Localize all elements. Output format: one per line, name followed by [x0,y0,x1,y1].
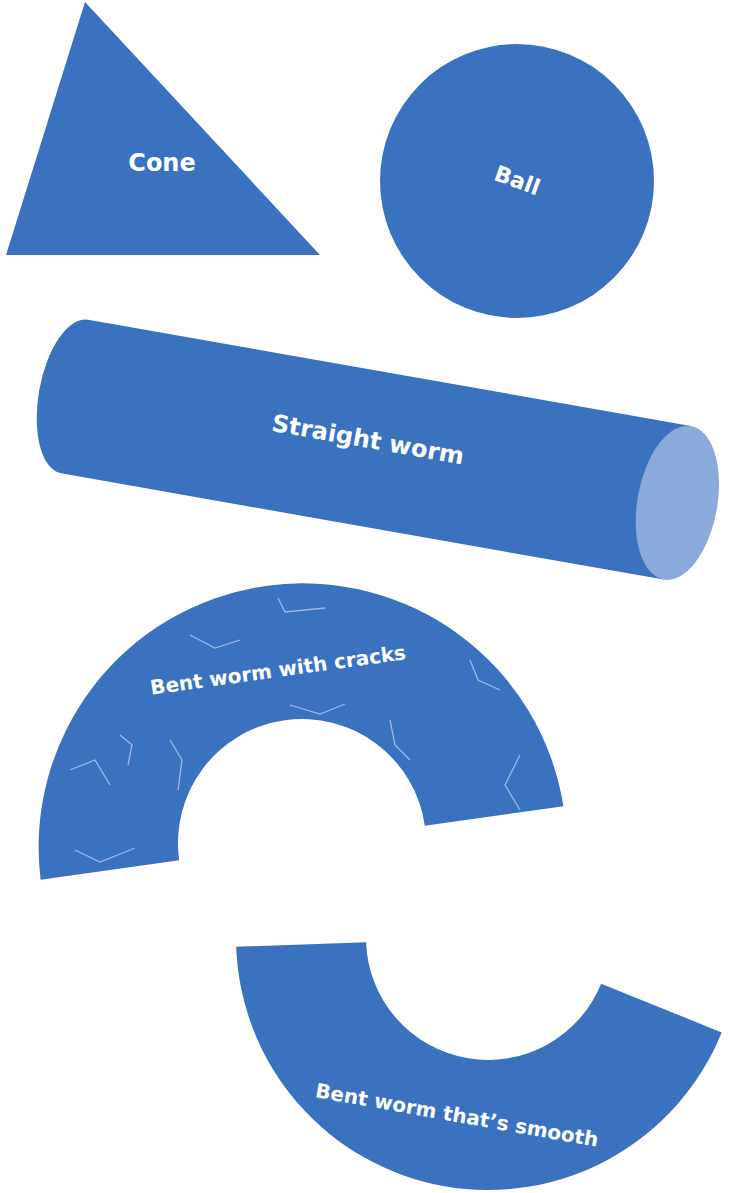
bent-worm-cracked-shape [30,570,580,900]
shape-node: Ball [376,40,658,322]
crack-line [75,848,135,862]
crack-line [470,660,500,690]
shape-node: Straight worm [0,290,737,590]
crack-line [120,735,132,765]
crack-line [70,760,110,785]
cone-shape [0,0,330,262]
crack-line [278,598,325,612]
crack-line [170,740,182,790]
shape-node: Cone [0,0,330,262]
crack-line [190,635,240,648]
shape-node: Bent worm that’s smooth [220,680,737,1193]
crack-line [390,720,410,760]
crack-line [505,755,520,810]
crack-line [290,704,345,714]
shape-label: Cone [128,150,195,176]
shape-node: Bent worm with cracks [30,570,580,900]
